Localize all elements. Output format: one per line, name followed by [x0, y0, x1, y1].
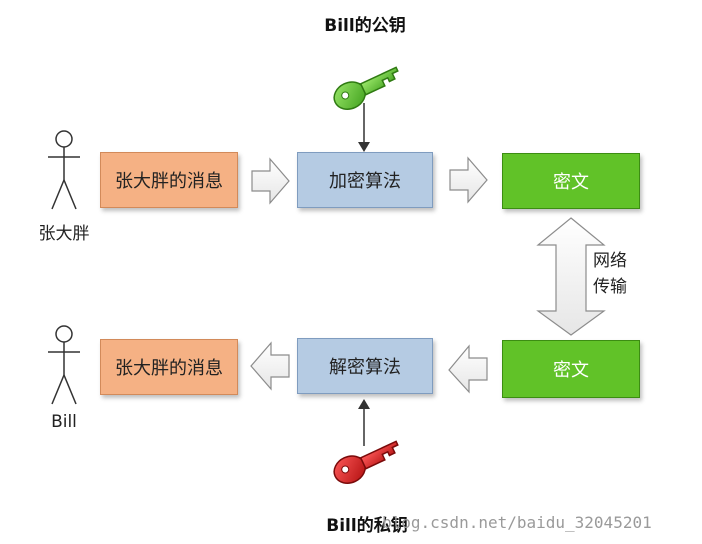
encryption-algorithm-box: 加密算法: [297, 152, 433, 208]
sender-figure-icon: [48, 130, 80, 210]
ciphertext-output-label: 密文: [553, 172, 589, 193]
receiver-figure-icon: [48, 325, 80, 405]
ciphertext-input-label: 密文: [553, 360, 589, 381]
public-key-icon: [333, 66, 399, 110]
flow-arrow-left-icon: [448, 344, 488, 394]
receiver-message-label: 张大胖的消息: [115, 358, 223, 379]
receiver-message-box: 张大胖的消息: [100, 339, 238, 395]
private-key-label: Bill的私钥: [326, 516, 408, 536]
decryption-algorithm-label: 解密算法: [329, 357, 401, 378]
public-key-arrow-icon: [358, 103, 370, 152]
private-key-arrow-icon: [358, 399, 370, 446]
flow-arrow-left-icon: [250, 341, 290, 391]
encryption-algorithm-label: 加密算法: [329, 171, 401, 192]
network-transfer-arrow-icon: [536, 217, 606, 336]
public-key-label: Bill的公钥: [324, 16, 406, 36]
ciphertext-output-box: 密文: [502, 153, 640, 209]
flow-arrow-right-icon: [251, 157, 290, 205]
receiver-name: Bill: [51, 412, 77, 432]
watermark-text: blog.csdn.net/baidu_32045201: [382, 513, 652, 532]
ciphertext-input-box: 密文: [502, 340, 640, 398]
sender-name: 张大胖: [38, 224, 90, 244]
flow-arrow-right-icon: [449, 156, 488, 204]
sender-message-label: 张大胖的消息: [115, 171, 223, 192]
sender-message-box: 张大胖的消息: [100, 152, 238, 208]
decryption-algorithm-box: 解密算法: [297, 338, 433, 394]
network-label-line-2: 传输: [593, 277, 627, 297]
network-transfer-label: 网络 传输: [585, 248, 635, 300]
private-key-icon: [333, 440, 399, 484]
network-label-line-1: 网络: [593, 251, 627, 271]
